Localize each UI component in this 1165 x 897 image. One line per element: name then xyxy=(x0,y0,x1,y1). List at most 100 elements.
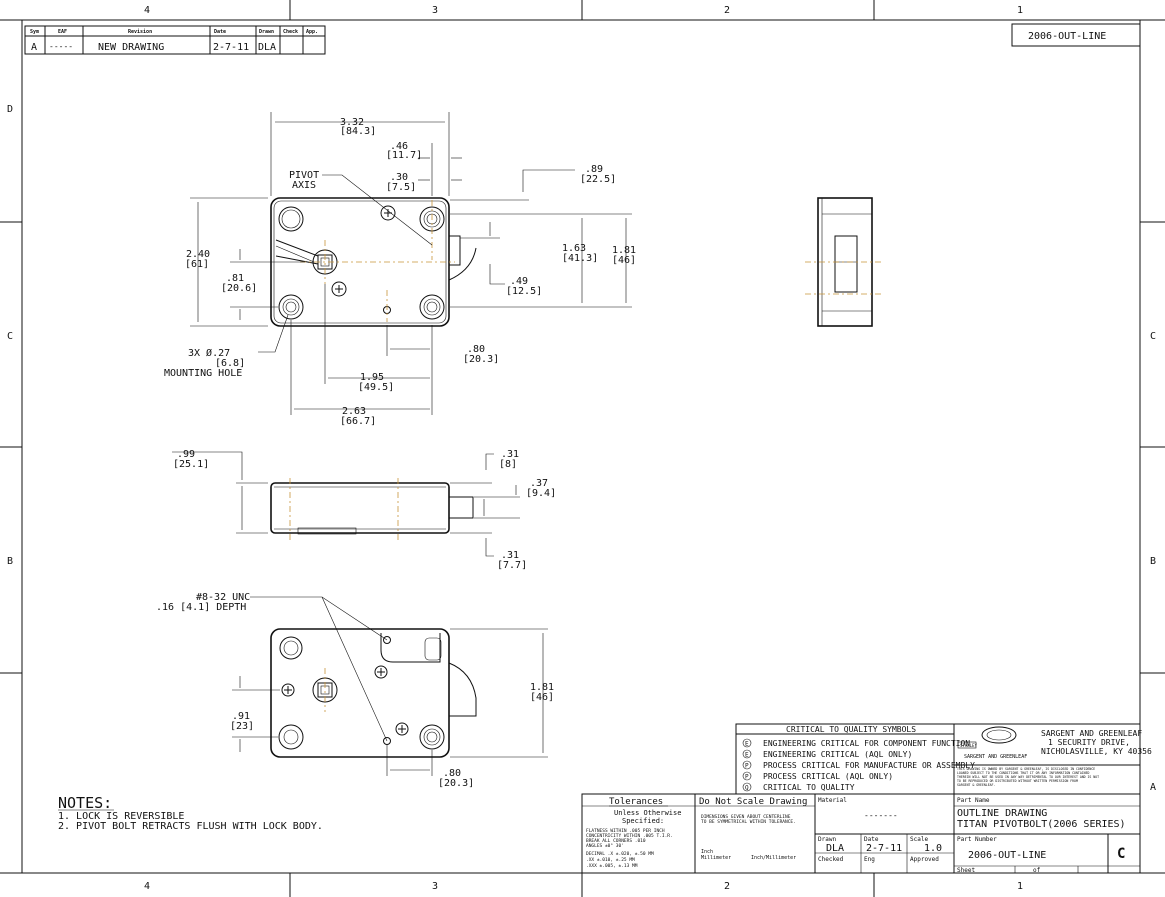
dim-37: .37 xyxy=(530,478,548,489)
mounting-hole-bottom-right xyxy=(419,294,445,320)
tolerance-line-1: FLATNESS WITHIN .005 PER INCH xyxy=(586,828,665,834)
critical-symbol-5: Q xyxy=(745,785,749,792)
brand-sg: SARGENT AND GREENLEAF xyxy=(964,754,1027,760)
zone-top-1: 1 xyxy=(1017,5,1023,16)
rev-header-check: Check xyxy=(283,29,298,35)
scale-value: 1.0 xyxy=(924,843,942,854)
dim-46: .46 xyxy=(390,141,408,152)
critical-item-4: P PROCESS CRITICAL (AQL ONLY) xyxy=(742,771,893,781)
dim-89-mm: [22.5] xyxy=(580,174,616,185)
zone-bottom-2: 2 xyxy=(724,881,730,892)
critical-text-5: CRITICAL TO QUALITY xyxy=(763,783,855,792)
bottom-dim-80-mm: [20.3] xyxy=(438,778,474,789)
dim-37-mm: [9.4] xyxy=(526,488,556,499)
dim-89: .89 xyxy=(585,164,603,175)
bottom-dim-181: 1.81 xyxy=(530,682,554,693)
date-label: Date xyxy=(864,836,879,843)
tolerance-line-2: CONCENTRICITY WITHIN .005 T.I.R. xyxy=(586,833,673,839)
zone-bottom-3: 3 xyxy=(432,881,438,892)
rev-drawn: DLA xyxy=(258,42,276,53)
tolerance-line-4: ANGLES ±0° 30' xyxy=(586,843,624,849)
bottom-dim-181-mm: [46] xyxy=(530,692,554,703)
tolerance-line-6: .XX ±.010, ±.25 MM xyxy=(586,857,635,863)
dim-31b: .31 xyxy=(501,550,519,561)
dim-195-mm: [49.5] xyxy=(358,382,394,393)
dim-overall-width: 3.32 xyxy=(340,117,364,128)
rev-header-drawn: Drawn xyxy=(259,29,274,35)
dim-80: .80 xyxy=(467,344,485,355)
zone-top-3: 3 xyxy=(432,5,438,16)
critical-title: CRITICAL TO QUALITY SYMBOLS xyxy=(786,725,916,734)
dim-49: .49 xyxy=(510,276,528,287)
hole-callout-1: 3X Ø.27 xyxy=(188,347,230,359)
disclaimer-4: TO BE REPRODUCED OR DISTRIBUTED WITHOUT … xyxy=(957,779,1078,783)
rev-header-eaf: EAF xyxy=(58,29,67,35)
zone-left-d: D xyxy=(7,104,13,115)
drawn-value: DLA xyxy=(826,843,844,854)
note-1: 1. LOCK IS REVERSIBLE xyxy=(58,811,184,822)
thread-callout-1: #8-32 UNC xyxy=(196,592,250,603)
notes: NOTES: 1. LOCK IS REVERSIBLE 2. PIVOT BO… xyxy=(58,794,323,832)
mounting-hole-top-left xyxy=(278,206,304,232)
bottom-dim-91: .91 xyxy=(232,711,250,722)
disclaimer-1: THIS DRAWING IS OWNED BY SARGENT & GREEN… xyxy=(957,767,1095,771)
part-name-1: OUTLINE DRAWING xyxy=(957,808,1047,819)
part-number-value: 2006-OUT-LINE xyxy=(968,850,1046,861)
thread-callout-2: .16 [4.1] DEPTH xyxy=(156,602,246,613)
of-label: of xyxy=(1033,867,1041,874)
sg-logo-icon xyxy=(981,726,1017,744)
disclaimer-5: SARGENT & GREENLEAF. xyxy=(957,783,995,787)
rev-header-app: App. xyxy=(306,29,318,35)
rev-header-sym: Sym xyxy=(30,29,39,35)
dim-81: .81 xyxy=(226,273,244,284)
side-view: .99 [25.1] .31 [8] .37 [9.4] .31 [7.7] xyxy=(172,449,556,571)
dim-181: 1.81 xyxy=(612,245,636,256)
dim-80-mm: [20.3] xyxy=(463,354,499,365)
date-value: 2-7-11 xyxy=(866,843,902,854)
zone-bottom-1: 1 xyxy=(1017,881,1023,892)
top-view: 3.32 [84.3] .46 [11.7] .30 [7.5] .89 [22… xyxy=(164,112,636,427)
zone-right-a: A xyxy=(1150,782,1156,793)
dim-height: 2.40 xyxy=(186,249,210,260)
critical-symbol-1: E xyxy=(745,741,749,748)
critical-symbol-3: P xyxy=(745,763,749,770)
material-label: Material xyxy=(818,797,847,804)
company-name: SARGENT AND GREENLEAF xyxy=(1041,729,1142,738)
critical-item-5: Q CRITICAL TO QUALITY xyxy=(742,782,855,792)
dim-99: .99 xyxy=(177,449,195,460)
critical-symbol-2: E xyxy=(745,752,749,759)
dim-163: 1.63 xyxy=(562,243,586,254)
dim-30: .30 xyxy=(390,172,408,183)
part-number-label: Part Number xyxy=(957,836,997,843)
zone-bottom-4: 4 xyxy=(144,881,150,892)
dim-181-mm: [46] xyxy=(612,255,636,266)
do-not-scale-line-2: TO BE SYMMETRICAL WITHIN TOLERANCE. xyxy=(701,819,796,825)
dim-overall-width-mm: [84.3] xyxy=(340,126,376,137)
mounting-hole-bottom-left xyxy=(278,294,304,320)
dim-30-mm: [7.5] xyxy=(386,182,416,193)
drawn-label: Drawn xyxy=(818,836,836,843)
company-address-2: NICHOLASVILLE, KY 40356 xyxy=(1041,747,1152,756)
pivot-screw-icon xyxy=(380,205,396,221)
company-address-1: 1 SECURITY DRIVE, xyxy=(1048,738,1130,747)
rev-sym: A xyxy=(31,42,37,53)
bottom-dim-91-mm: [23] xyxy=(230,721,254,732)
zone-labels: 4 3 2 1 4 3 2 1 D C B C B A xyxy=(7,5,1156,892)
dim-31a: .31 xyxy=(501,449,519,460)
dim-46-mm: [11.7] xyxy=(386,150,422,161)
scale-label: Scale xyxy=(910,836,928,843)
checked-label: Checked xyxy=(818,856,844,863)
critical-item-3: P PROCESS CRITICAL FOR MANUFACTURE OR AS… xyxy=(742,760,975,770)
tolerances-title: Tolerances xyxy=(609,797,663,807)
disclaimer-3: THEREIN WILL NOT BE USED IN ANY WAY DETR… xyxy=(957,775,1099,779)
zone-left-c: C xyxy=(7,331,13,342)
critical-text-3: PROCESS CRITICAL FOR MANUFACTURE OR ASSE… xyxy=(763,761,975,770)
part-name-2: TITAN PIVOTBOLT(2006 SERIES) xyxy=(957,819,1126,830)
end-view xyxy=(805,197,882,327)
critical-text-2: ENGINEERING CRITICAL (AQL ONLY) xyxy=(763,750,912,759)
drawing-number-top: 2006-OUT-LINE xyxy=(1028,31,1106,42)
tolerances-sub-2: Specified: xyxy=(622,817,664,825)
dim-263-mm: [66.7] xyxy=(340,416,376,427)
dim-81-mm: [20.6] xyxy=(221,283,257,294)
